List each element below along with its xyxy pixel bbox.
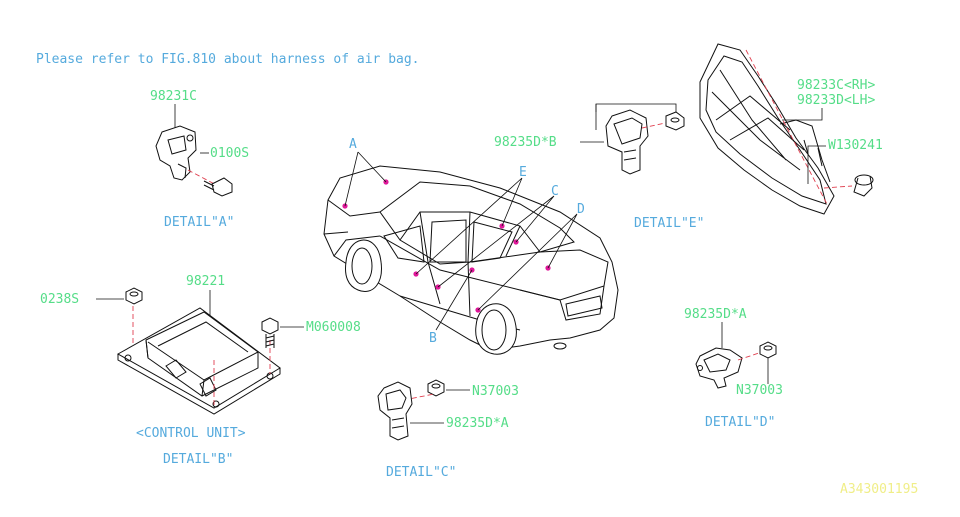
detail-a-caption: DETAIL"A" (164, 215, 234, 230)
detail-e-caption: DETAIL"E" (634, 216, 704, 231)
part-number-n37003-d: N37003 (736, 383, 783, 398)
part-number-98235d-a-d: 98235D*A (684, 307, 747, 322)
car-marker-b: B (429, 331, 437, 346)
front-impact-sensor-drawing (155, 125, 197, 181)
car-marker-d: D (577, 202, 585, 217)
control-unit-subcaption: <CONTROL UNIT> (136, 426, 246, 441)
clip-drawing-e (853, 174, 874, 197)
part-number-0238s: 0238S (40, 292, 79, 307)
side-impact-sensor-drawing-c (377, 381, 413, 441)
control-unit-drawing (116, 307, 281, 415)
vehicle-drawing (323, 151, 619, 355)
side-impact-sensor-drawing-e (605, 109, 649, 175)
harness-reference-note: Please refer to FIG.810 about harness of… (36, 52, 420, 67)
part-number-98221: 98221 (186, 274, 225, 289)
part-number-98231c: 98231C (150, 89, 197, 104)
part-number-98235d-b: 98235D*B (494, 135, 557, 150)
part-number-w130241: W130241 (828, 138, 883, 153)
car-marker-c: C (551, 184, 559, 199)
nut-drawing-d (759, 341, 777, 359)
detail-d-caption: DETAIL"D" (705, 415, 775, 430)
detail-d: 98235D*A N37003 DETAIL"D" (684, 307, 783, 430)
part-number-98233c-rh: 98233C<RH> (797, 78, 875, 93)
detail-c-caption: DETAIL"C" (386, 465, 456, 480)
part-number-98233d-lh: 98233D<LH> (797, 93, 875, 108)
figure-code: A343001195 (840, 482, 918, 497)
bolt-drawing-b (261, 317, 279, 348)
car-marker-a: A (349, 137, 357, 152)
part-number-m060008: M060008 (306, 320, 361, 335)
bolt-drawing-a (203, 177, 233, 197)
side-impact-sensor-drawing-d (695, 347, 743, 389)
detail-b: 98221 0238S M060008 <CONTROL U (40, 274, 361, 467)
nut-drawing-c (427, 379, 445, 397)
detail-b-caption: DETAIL"B" (163, 452, 233, 467)
nut-drawing-b (125, 287, 143, 305)
detail-e: 98235D*B DETAIL"E" 98233C<RH> 98233D<LH>… (494, 43, 883, 231)
nut-drawing-e (665, 111, 685, 131)
curtain-airbag-drawing (699, 43, 835, 215)
part-number-n37003-c: N37003 (472, 384, 519, 399)
car-marker-e: E (519, 165, 527, 180)
part-number-0100s: 0100S (210, 146, 249, 161)
part-number-98235d-a-c: 98235D*A (446, 416, 509, 431)
detail-c: N37003 98235D*A DETAIL"C" (377, 379, 519, 480)
detail-a: 98231C 0100S DETAIL"A" (150, 89, 249, 230)
